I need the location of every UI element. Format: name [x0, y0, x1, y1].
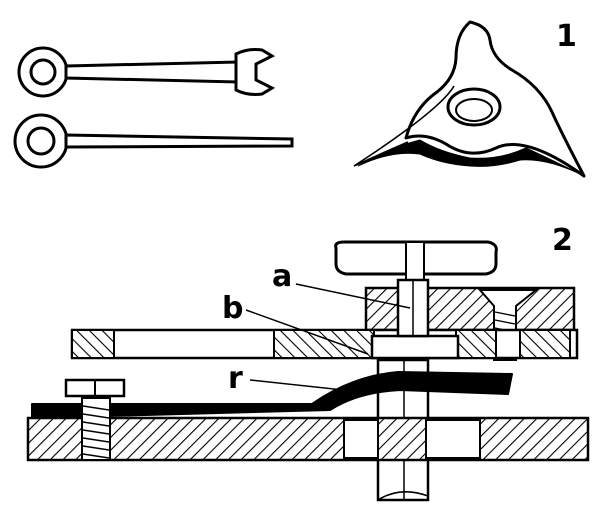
- spring-strip: [31, 371, 513, 419]
- eye-pin-tool-icon: [13, 113, 294, 169]
- leader-lines: [245, 283, 411, 393]
- middle-bar: [70, 328, 579, 360]
- figure-2: 2: [26, 223, 590, 502]
- label-r: r: [228, 361, 243, 396]
- base-plate: [26, 397, 590, 462]
- label-a: a: [272, 259, 292, 294]
- figure-number-1: 1: [556, 19, 577, 54]
- knob-head: [334, 240, 498, 283]
- figure-1: 1: [13, 19, 586, 178]
- three-lobed-wing-nut-icon: [353, 20, 586, 178]
- figure-number-2: 2: [552, 223, 573, 258]
- label-b: b: [222, 291, 243, 326]
- open-end-wrench-icon: [17, 46, 276, 98]
